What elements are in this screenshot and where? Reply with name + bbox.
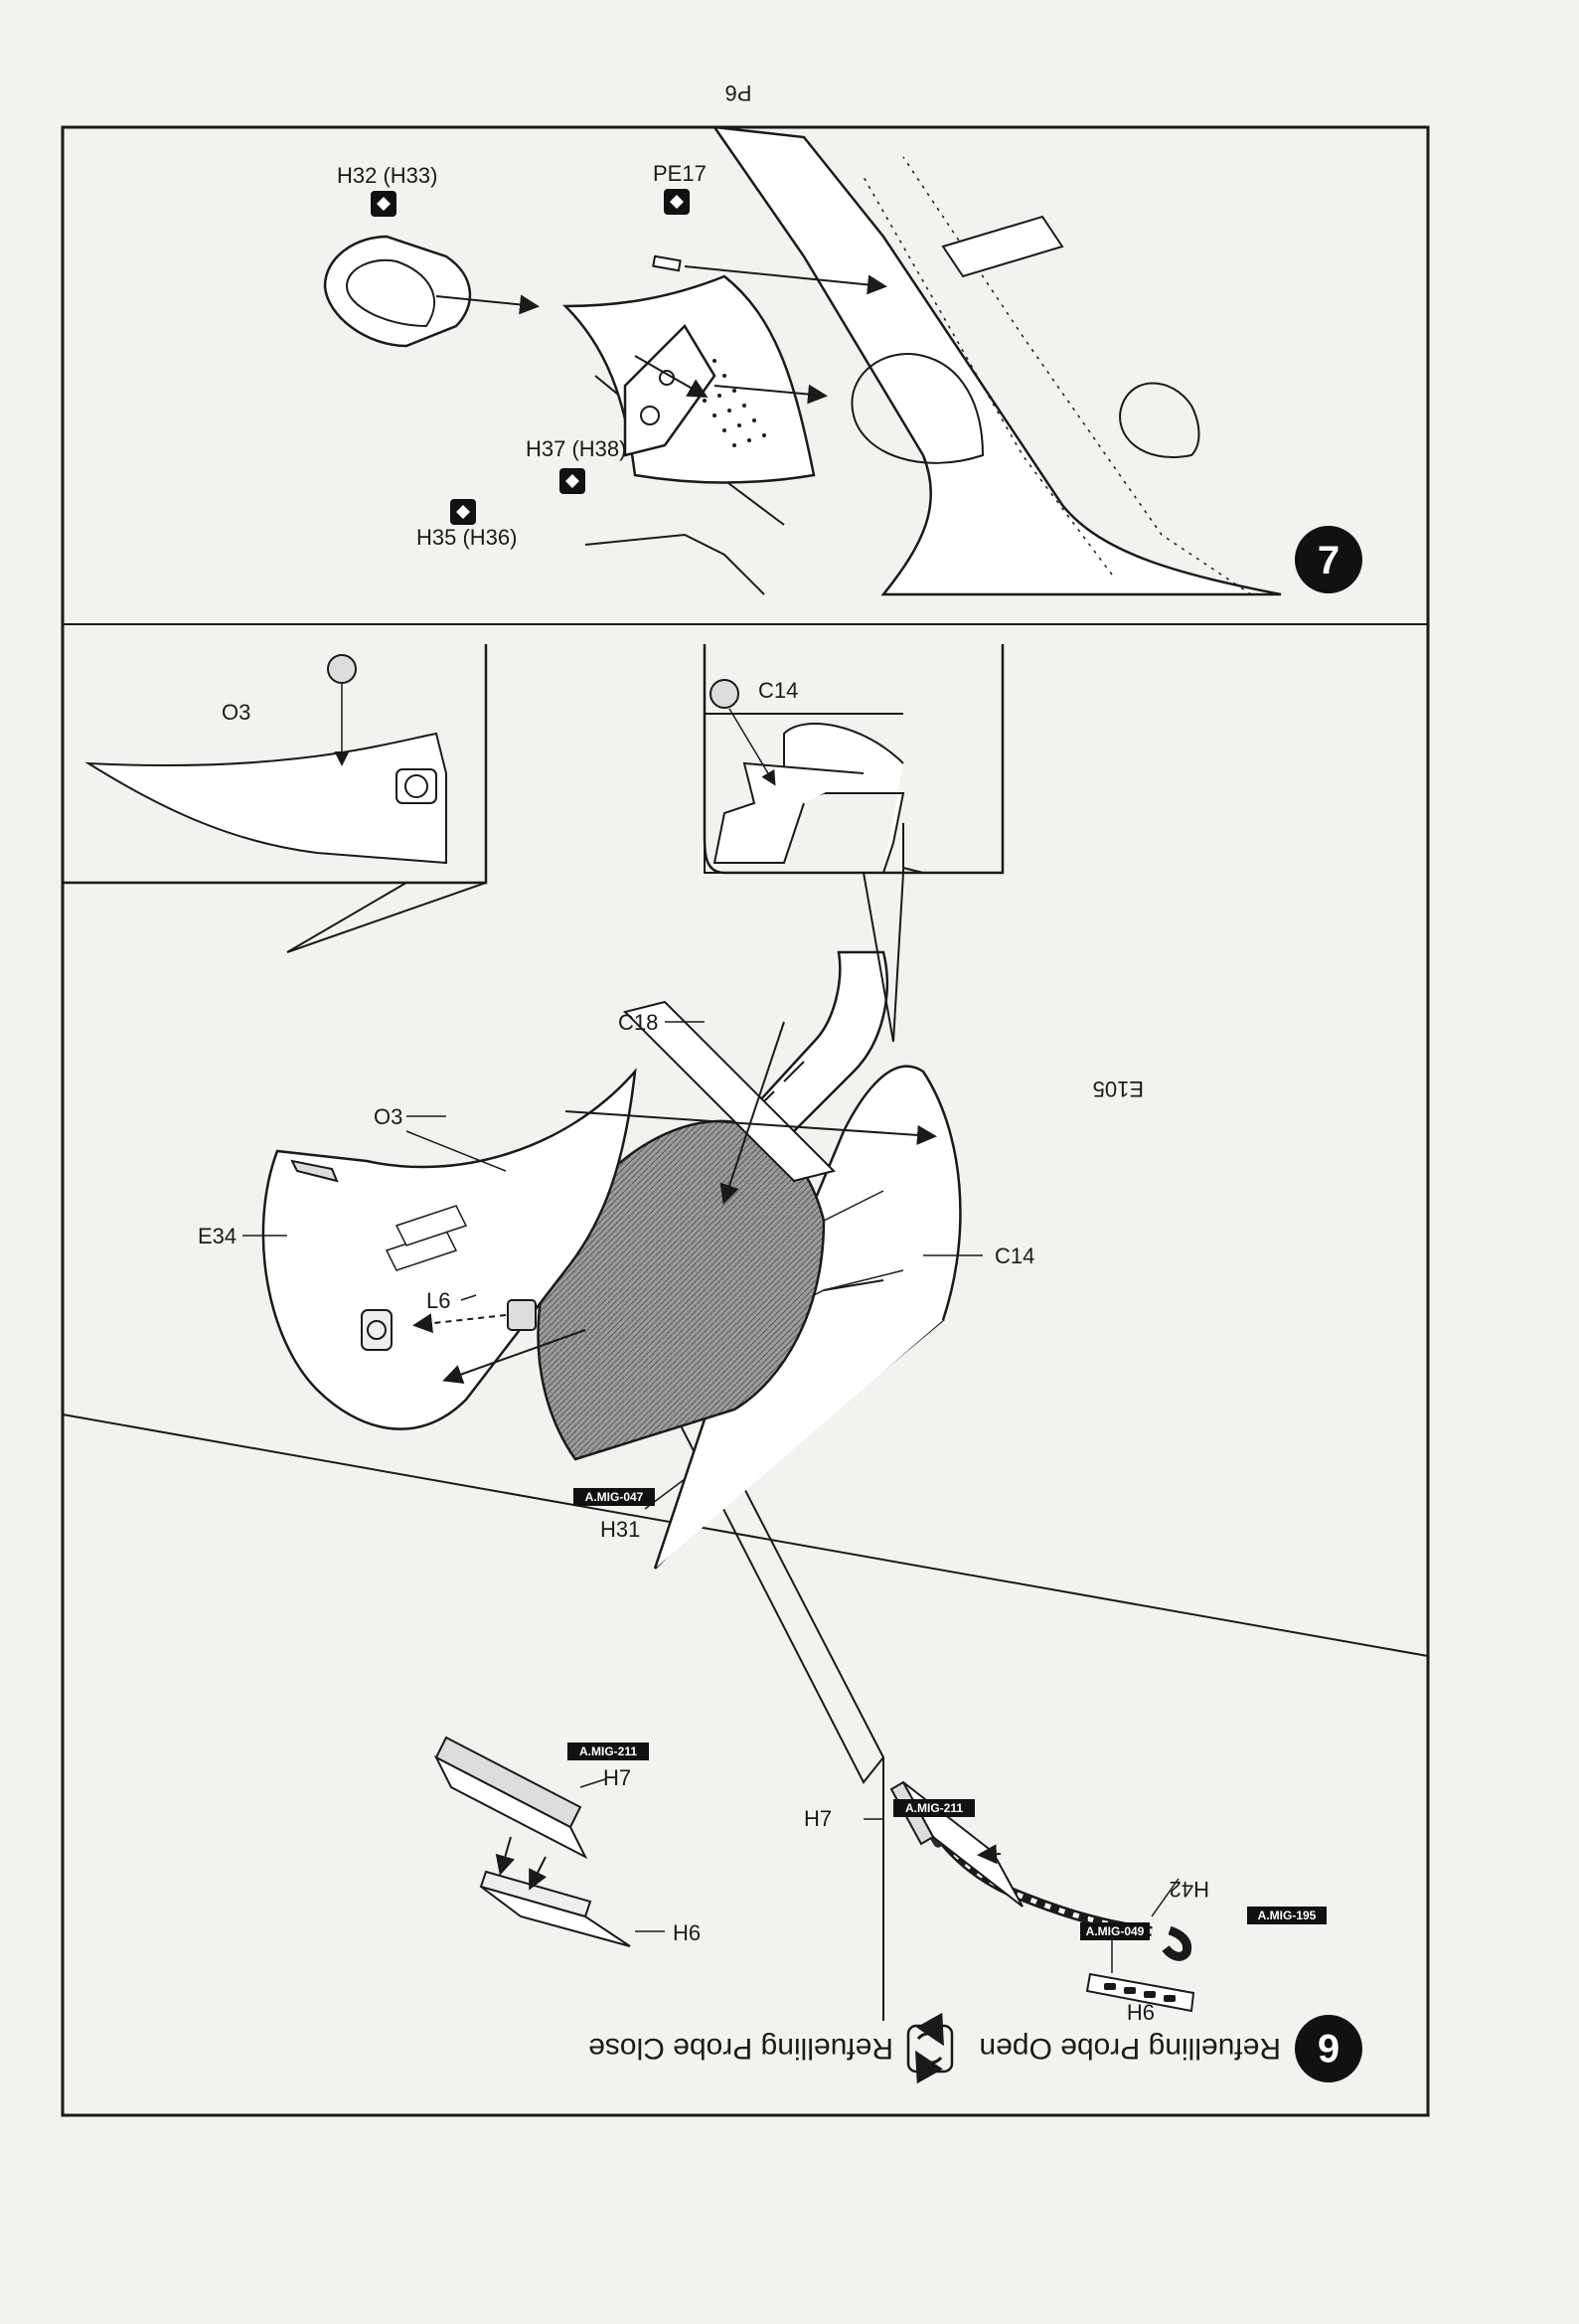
step7-header: 7	[1295, 526, 1362, 593]
arrow-h35	[634, 355, 709, 398]
probe-close-h6-label: H6	[673, 1920, 701, 1945]
part-l6	[412, 1299, 537, 1334]
label-pe17: PE17	[653, 161, 707, 186]
arrow-pe17	[684, 265, 887, 295]
nose-right-half-o3	[261, 1068, 637, 1430]
svg-text:A.MIG-195: A.MIG-195	[1258, 1909, 1317, 1922]
label-c18: C18	[618, 1010, 658, 1035]
svg-text:A.MIG-211: A.MIG-211	[905, 1801, 963, 1815]
probe-close-code-h7: A.MIG-211	[567, 1743, 649, 1760]
arrow-o3	[564, 1110, 937, 1145]
probe-open-code-h42: A.MIG-195	[1247, 1907, 1327, 1924]
step6-badge	[1295, 2015, 1362, 2082]
code-h31: A.MIG-047	[573, 1488, 655, 1506]
step6-divider-diagonal	[62, 1413, 1429, 1657]
step6-title-open: Refuelling Probe Open	[979, 2032, 1281, 2065]
part-panel	[623, 1000, 836, 1183]
detail-left-c14	[703, 644, 1005, 1043]
label-h35: H35 (H36)	[416, 525, 517, 550]
part-e34	[290, 1159, 339, 1183]
step6-header: 6 Refuelling Probe Open Refuelling Probe…	[588, 2012, 1362, 2084]
step7-number: 7	[1318, 539, 1340, 582]
side-select-icon	[371, 189, 690, 525]
page-number: P6	[725, 81, 752, 105]
arrow-h32	[435, 294, 540, 315]
label-l6: L6	[426, 1288, 450, 1313]
swap-icon	[906, 2012, 954, 2084]
label-h32: H32 (H33)	[337, 163, 437, 188]
step6-title-close: Refuelling Probe Close	[588, 2032, 893, 2065]
part-pe17	[652, 254, 682, 272]
label-h31: H31	[600, 1517, 640, 1542]
detail-right-label: O3	[222, 700, 250, 725]
label-c14: C14	[995, 1244, 1034, 1268]
arrow-c18	[719, 1021, 785, 1205]
label-e105: E105	[1093, 1077, 1144, 1101]
step7-badge	[1295, 526, 1362, 593]
probe-open-h6-label: H6	[1127, 2000, 1155, 2025]
svg-text:A.MIG-049: A.MIG-049	[1086, 1924, 1145, 1938]
detail-right-o3	[63, 644, 488, 953]
label-h37: H37 (H38)	[526, 436, 626, 461]
label-e34: E34	[198, 1224, 237, 1248]
part-h32-intake	[323, 235, 472, 348]
probe-open-code-h6: A.MIG-049	[1080, 1922, 1150, 1940]
probe-open-h42-label: H42	[1170, 1877, 1209, 1902]
probe-open-h7-label: H7	[804, 1806, 832, 1831]
probe-open-code-h7: A.MIG-211	[893, 1799, 975, 1817]
arrow-h37	[713, 384, 828, 405]
detail-left-label: C14	[758, 678, 798, 703]
svg-text:A.MIG-211: A.MIG-211	[579, 1744, 637, 1758]
probe-close-assembly	[433, 1736, 665, 1947]
page-frame	[61, 125, 1430, 2117]
arrow-c14-h31	[823, 1279, 884, 1291]
arrow-h31	[442, 1329, 586, 1385]
svg-text:A.MIG-047: A.MIG-047	[585, 1490, 644, 1504]
step6-number: 6	[1318, 2026, 1340, 2070]
probe-close-h7-label: H7	[603, 1765, 631, 1790]
label-o3: O3	[374, 1104, 402, 1129]
